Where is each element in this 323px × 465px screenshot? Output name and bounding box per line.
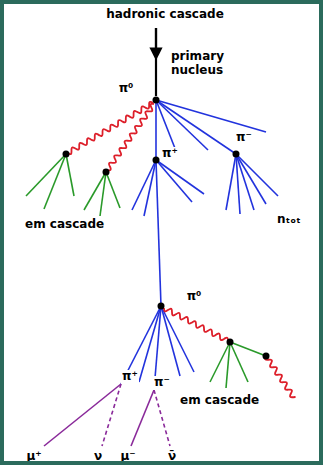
- photon-line: [265, 356, 296, 397]
- electron-line: [226, 342, 230, 388]
- muon-line: [131, 390, 154, 446]
- vertex-dot: [153, 157, 160, 164]
- electron-line: [230, 342, 266, 356]
- particle-label: π⁻: [153, 376, 171, 390]
- neutrino-line: [154, 390, 170, 446]
- multiplicity-label: nₜₒₜ: [276, 213, 302, 227]
- vertex-dot: [233, 151, 240, 158]
- particle-label: π⁰: [118, 82, 135, 96]
- hadron-line: [156, 100, 236, 154]
- particle-label: ν̄: [167, 450, 177, 464]
- vertex-dot: [227, 339, 234, 346]
- photon-line: [104, 104, 154, 170]
- hadron-line: [161, 306, 180, 376]
- cascade-label: em cascade: [179, 394, 260, 408]
- muon-line: [44, 384, 121, 446]
- cascade-illustration: [4, 4, 323, 465]
- electron-line: [106, 172, 120, 208]
- primary-track: [155, 28, 157, 96]
- electron-line: [100, 172, 106, 216]
- particle-label: π⁻: [235, 131, 253, 145]
- particle-label: π⁺: [121, 370, 139, 384]
- hadron-line: [139, 306, 161, 382]
- electron-line: [26, 154, 66, 196]
- diagram-title: hadronic cascade: [105, 8, 225, 22]
- hadron-line: [226, 154, 236, 210]
- particle-label: π⁰: [186, 290, 203, 304]
- hadron-line: [236, 154, 278, 196]
- hadron-line: [155, 100, 157, 160]
- beam-label: primary nucleus: [170, 50, 232, 78]
- hadron-line: [156, 100, 266, 132]
- hadron-line: [144, 160, 156, 216]
- hadron-line: [161, 306, 194, 372]
- particle-label: π⁺: [161, 147, 179, 161]
- hadron-line: [132, 160, 156, 210]
- hadron-line: [156, 160, 161, 306]
- particle-label: μ⁻: [119, 450, 136, 464]
- primary-arrow: [155, 28, 157, 54]
- vertex-dot: [103, 169, 110, 176]
- vertex-dot: [153, 97, 160, 104]
- vertex-dot: [263, 353, 270, 360]
- electron-line: [66, 154, 74, 196]
- hadron-line: [156, 160, 204, 194]
- photon-line: [164, 308, 229, 345]
- cascade-label: em cascade: [24, 218, 105, 232]
- particle-label: ν: [93, 450, 103, 464]
- electron-line: [44, 154, 66, 209]
- particle-label: μ⁺: [25, 450, 42, 464]
- neutrino-line: [102, 384, 121, 446]
- photon-line: [65, 102, 153, 154]
- vertex-dot: [63, 151, 70, 158]
- vertex-dot: [158, 303, 165, 310]
